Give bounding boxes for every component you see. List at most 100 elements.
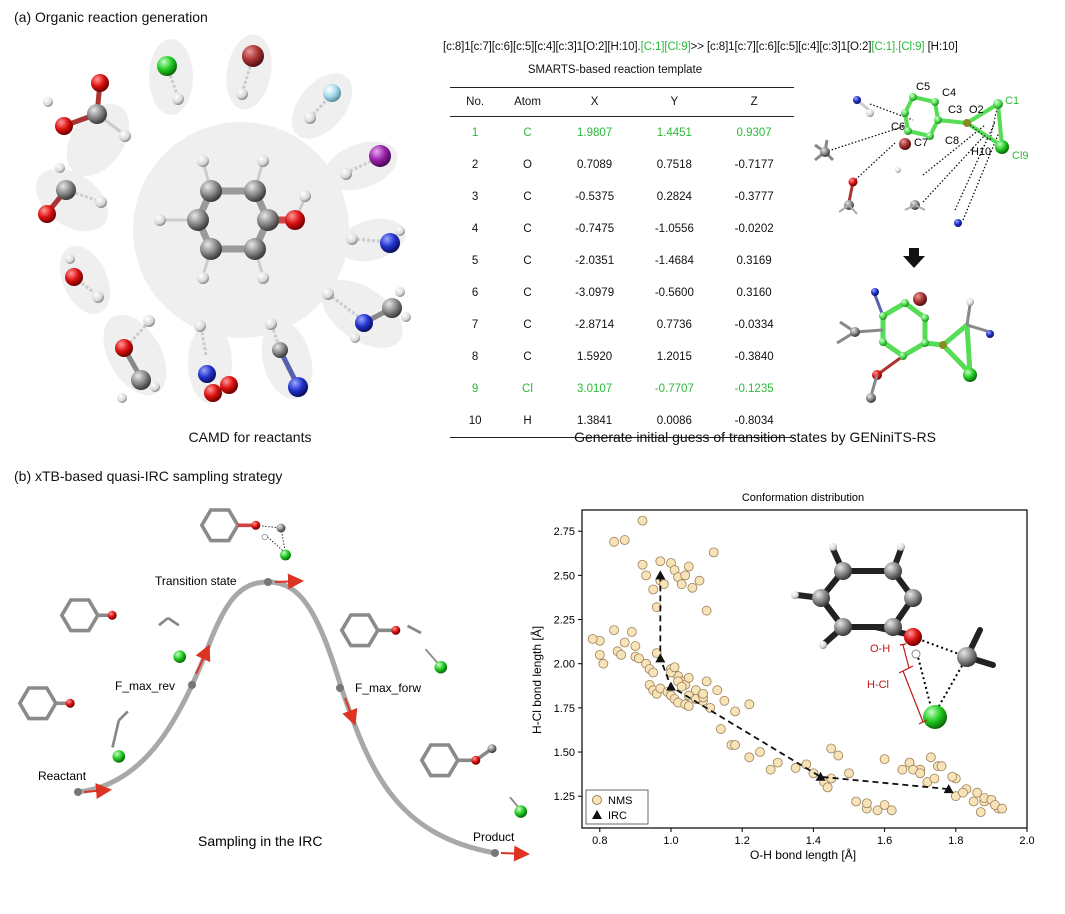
panel-a-title: (a) Organic reaction generation [14,9,208,25]
cell-atom: Cl [522,383,533,395]
chart-title: Conformation distribution [742,492,864,504]
ts-guess-reactants: C5 C4 C3 O2 C1 C6 C7 C8 H10 Cl9 [814,81,1029,227]
nms-point [683,701,694,712]
irc-point [943,784,954,794]
nms-point [598,658,609,669]
fragment-formic-acid-top [43,74,131,177]
nms-point [879,800,890,810]
nms-point [844,768,854,779]
cell-z: -0.8034 [714,405,794,438]
nms-point [676,681,687,692]
cell-z: 0.3169 [736,255,772,267]
nms-point [587,634,598,644]
cell-x: -2.0351 [575,255,615,267]
fragment-amine-right [338,218,406,262]
smarts-part1: [c:8]1[c:7][c:6][c:5][c:4][c:3]1[O:2][H:… [443,41,641,53]
label-reactant: Reactant [38,769,87,783]
col-header-z: Z [714,87,794,117]
template-title: SMARTS-based reaction template [527,64,703,76]
ts-guess-product [836,288,994,403]
nms-point [648,667,659,678]
nms-point [616,649,627,660]
label-product: Product [473,830,515,844]
atom-label-c5: C5 [916,81,930,93]
legend-marker-irc [592,810,602,819]
nms-point [609,536,619,547]
atom-label-h10: H10 [971,146,991,158]
reactant-caption: CAMD for reactants [188,429,312,445]
energy-profile-curve [75,579,498,856]
nms-point [861,798,872,809]
nms-point [929,773,940,784]
col-header-y: Y [634,87,715,117]
y-tick-label: 2.00 [554,659,575,671]
irc-sampling-figure: Transition state F_max_rev F_max_forw Re… [17,508,530,862]
nms-point [730,740,740,750]
nms-point [694,575,705,586]
table-header-row: No. Atom X Y Z [450,87,794,117]
cell-atom: C [523,223,532,235]
fragment-iodo-right [324,141,398,191]
nms-point [851,796,862,807]
y-tick-label: 2.75 [554,526,575,538]
nms-point [626,626,637,637]
smarts-part5: [H:10] [924,41,958,53]
nms-point [936,761,947,772]
cell-y: -0.7707 [654,383,694,395]
inset-label-hcl: H-Cl [867,679,889,691]
cell-atom: C [523,319,532,331]
nms-point [808,768,819,779]
cell-x: -2.8714 [575,319,615,331]
nms-point [886,805,897,816]
nms-point [925,752,936,763]
nms-point [968,796,979,807]
nms-point [947,771,958,782]
col-header-x: X [554,87,635,117]
cell-no: 9 [471,383,479,395]
cell-y: -1.4684 [654,255,694,267]
nms-point [637,515,648,526]
cell-atom: C [523,191,532,203]
f-max-forw-point [336,684,344,692]
nms-point [822,782,833,793]
cell-x: 1.9807 [577,127,613,139]
nms-point [637,559,648,570]
nms-point [641,570,651,581]
nms-point [651,602,662,613]
reactant-design-figure [35,34,411,403]
nms-point [755,747,765,757]
nms-point [669,662,680,673]
cell-no: 5 [471,255,479,267]
product-molecule [419,743,528,818]
cell-x: 1.5920 [577,351,613,363]
product-point [491,849,499,857]
atom-label-cl9: Cl9 [1012,150,1029,162]
cell-y: 0.7518 [656,159,692,171]
smarts-part3: >> [c:8]1[c:7][c:6][c:5][c:4][c:3]1[O:2] [690,41,872,53]
atom-label-o2: O2 [969,104,984,116]
nms-point [730,706,740,717]
cell-y: 1.2015 [656,351,692,363]
panel-b-title: (b) xTB-based quasi-IRC sampling strateg… [14,468,283,484]
cell-no: 10 [450,405,501,438]
cell-atom: C [523,255,532,267]
chart-inset-molecule: O-H H-Cl [791,543,996,729]
chart-x-axis-label: O-H bond length [Å] [750,847,856,862]
cell-z: -0.3840 [734,351,774,363]
nms-point [958,787,968,798]
atom-label-c6: C6 [891,121,905,133]
smarts-template-string: [c:8]1[c:7][c:6][c:5][c:4][c:3]1[O:2][H:… [443,41,958,53]
ts-caption: Generate initial guess of transition sta… [574,429,936,445]
fragment-formaldehyde-left [35,163,109,232]
nms-point [701,676,712,687]
cell-x: -3.0979 [575,287,615,299]
nms-point [708,547,719,558]
f-max-forw-molecule [339,613,448,674]
nms-point [594,649,605,660]
nms-point [698,688,708,699]
